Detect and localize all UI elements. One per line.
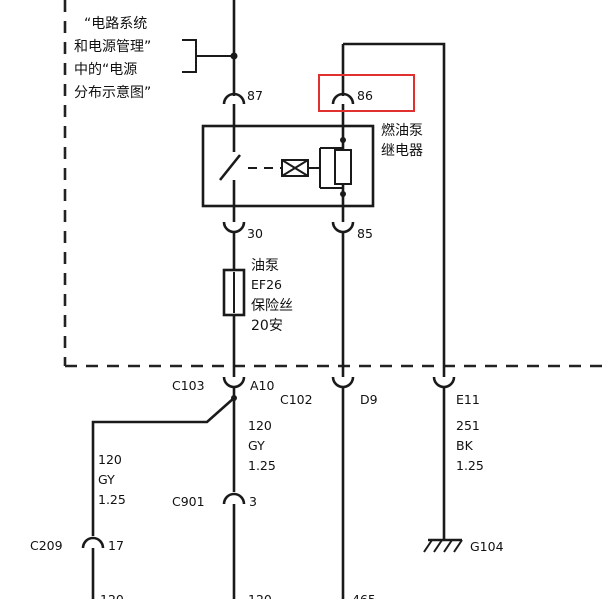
bottom-mid-circuit: 120 [248,592,272,599]
d9-label: D9 [360,392,378,407]
branch-wire-to-c209: 120 GY 1.25 [91,397,235,536]
c209-label: C209 [30,538,63,553]
splice-dot [230,52,238,60]
fuse-rating: 20安 [251,318,283,334]
g104-label: G104 [470,539,504,554]
ground-icon [423,538,463,553]
connector-c901: C901 3 [172,492,257,599]
main-wire-labels: 120 GY 1.25 [248,418,276,473]
connector-c209: C209 17 [30,536,124,599]
w1-circuit: 120 [98,452,122,467]
c901-label: C901 [172,494,205,509]
c103-label: C103 [172,378,205,393]
w1-size: 1.25 [98,492,126,507]
note-line-1: “电路系统 [84,16,147,32]
c901-pin: 3 [249,494,257,509]
relay-coil-icon [281,147,343,189]
relay-pin-85: 85 [331,206,373,377]
ground-g104: G104 [423,538,504,554]
w2-size: 1.25 [248,458,276,473]
c209-pin: 17 [108,538,124,553]
relay-pin-87: 87 [222,88,263,126]
connector-c103-a10: C103 A10 [172,376,275,492]
bottom-left-circuit: 120 [100,592,124,599]
note-line-3: 中的“电源 [74,62,137,78]
pin-30-label: 30 [247,226,263,241]
relay-pin-86: 86 [318,42,446,377]
w2-circuit: 120 [248,418,272,433]
e11-label: E11 [456,392,480,407]
w3-size: 1.25 [456,458,484,473]
c102-label: C102 [280,392,313,407]
w3-color: BK [456,438,474,453]
relay-resistor [334,149,352,185]
note-line-4: 分布示意图” [74,84,151,101]
fuse-code: EF26 [251,277,282,292]
pin-86-label: 86 [357,88,373,103]
note-line-2: 和电源管理” [74,39,151,55]
relay-pin-30: 30 [222,206,263,270]
reference-note: “电路系统 和电源管理” 中的“电源 分布示意图” [74,16,232,101]
connector-e11: E11 251 BK 1.25 [432,376,484,540]
a10-label: A10 [250,378,275,393]
relay-name-line-2: 继电器 [381,143,423,159]
w3-circuit: 251 [456,418,480,433]
fuse-type: 保险丝 [251,298,293,314]
highlight-box [318,74,415,112]
connector-c102-d9: C102 D9 [280,376,378,599]
relay-switch-contact [218,154,242,181]
bottom-wire-labels: 120 120 465 [100,592,376,599]
fuse-box-boundary [63,0,602,368]
pin-85-label: 85 [357,226,373,241]
supply-wire [230,0,238,96]
relay-housing [201,124,375,208]
w2-color: GY [248,438,265,453]
w1-color: GY [98,472,115,487]
pin-87-label: 87 [247,88,263,103]
note-bracket [182,39,232,73]
fuel-pump-fuse: 油泵 EF26 保险丝 20安 [222,258,293,377]
fuse-name: 油泵 [251,258,279,274]
relay-name-line-1: 燃油泵 [381,122,423,139]
fuel-pump-relay: 燃油泵 继电器 [201,122,423,208]
bottom-right-circuit: 465 [352,592,376,599]
